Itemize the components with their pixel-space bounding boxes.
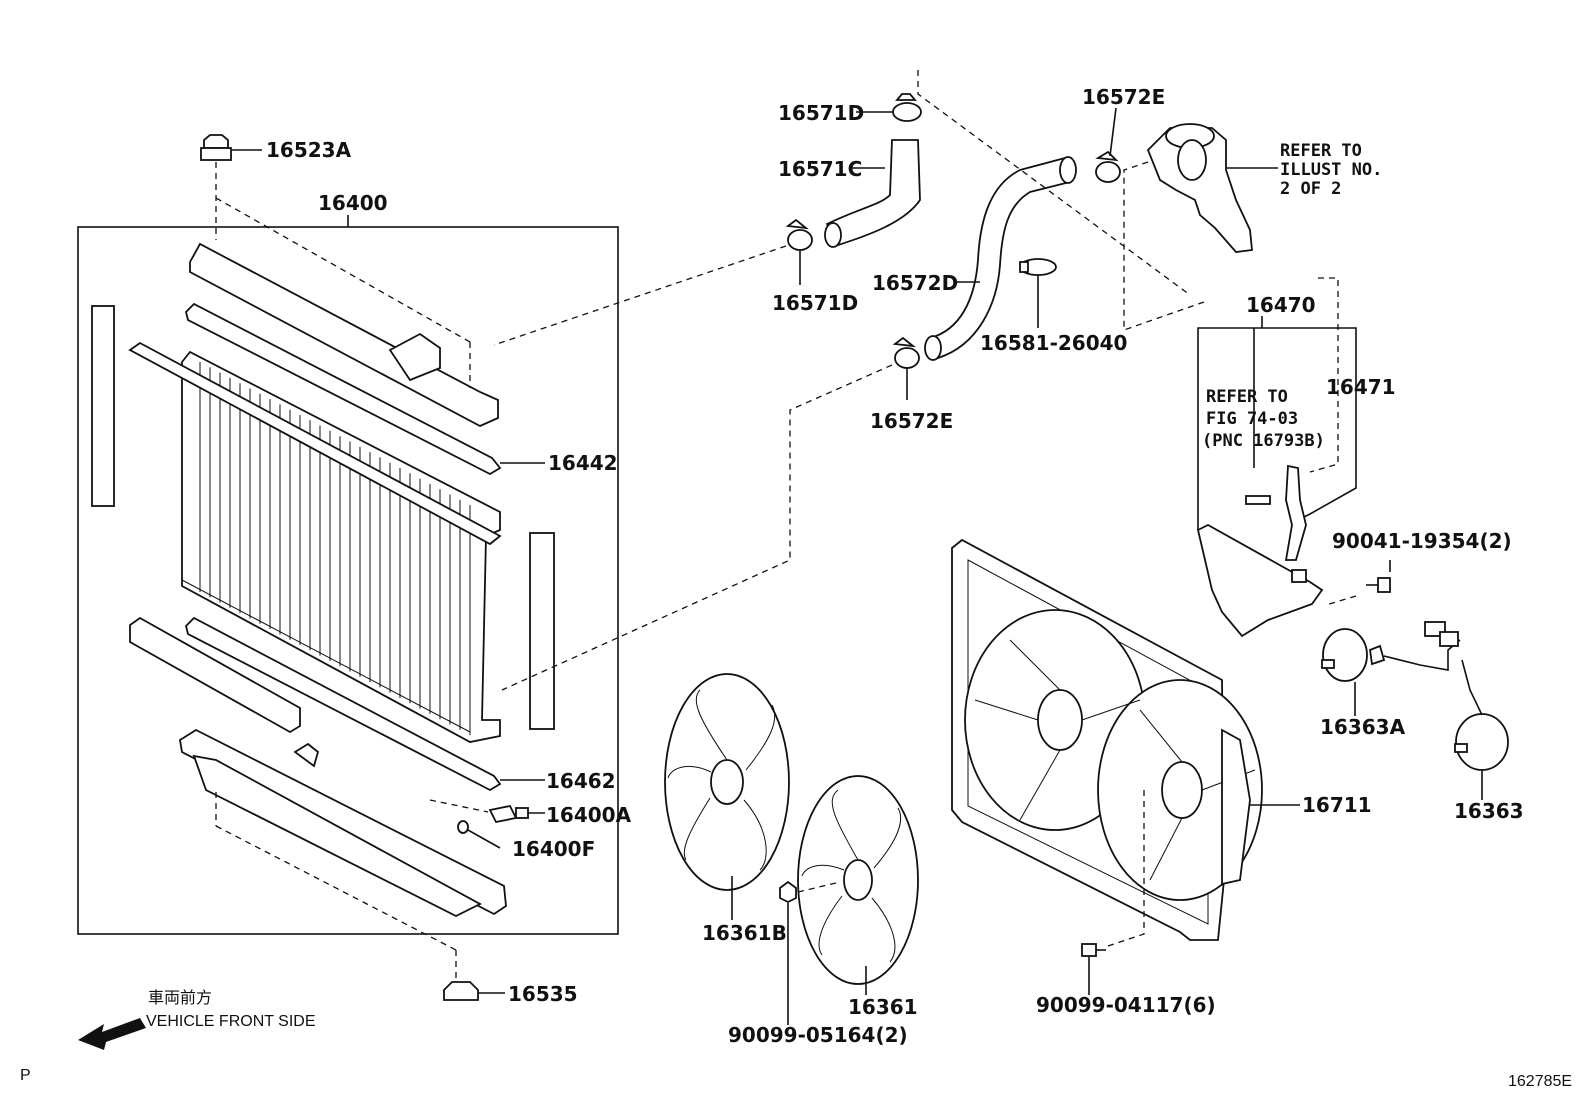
vehicle-front-label-en: VEHICLE FRONT SIDE [146, 1013, 316, 1030]
clamp-16572E-bottom [892, 336, 920, 400]
drain-cock-16400A [429, 799, 545, 824]
label-16400F: 16400F [512, 837, 595, 861]
fan-motor-16363 [1454, 659, 1509, 800]
label-90099-04117: 90099-04117(6) [1036, 993, 1216, 1017]
label-16572E-top: 16572E [1082, 85, 1165, 109]
label-16363A: 16363A [1320, 715, 1406, 739]
corner-marker: P [20, 1067, 31, 1084]
radiator-lower-tank [179, 728, 507, 978]
outlet-dashed-ref [917, 70, 1191, 296]
lower-hose-16572D [924, 156, 1077, 361]
refer-illust-line3: 2 OF 2 [1280, 179, 1341, 199]
label-16571D-top: 16571D [778, 101, 864, 125]
label-16572E-bottom: 16572E [870, 409, 953, 433]
vehicle-front-label-jp: 車両前方 [148, 989, 212, 1007]
refer-fig-line3: (PNC 16793B) [1202, 431, 1325, 451]
bolt-90041-19354 [1366, 560, 1391, 593]
clamp-16572E-top [1095, 107, 1121, 183]
fan-16361B [664, 673, 790, 920]
radiator-core [181, 350, 501, 743]
label-16363: 16363 [1454, 799, 1524, 823]
upper-hose-16571C [824, 139, 921, 248]
water-outlet [1146, 123, 1278, 253]
left-seal-upper [91, 305, 115, 507]
fan-shroud-16711 [951, 538, 1300, 941]
o-ring-16400F [457, 820, 501, 849]
left-seal-bracket [128, 341, 502, 546]
label-16400: 16400 [318, 191, 388, 215]
leader-upper-hose [493, 245, 787, 346]
label-16535: 16535 [508, 982, 578, 1006]
vehicle-front-arrow-icon [78, 1018, 146, 1050]
label-16442: 16442 [548, 451, 618, 475]
clamp-16571D-top [856, 93, 922, 122]
refer-illust-line2: ILLUST NO. [1280, 160, 1382, 180]
bolt-90099-04117 [1081, 790, 1145, 995]
cushion-16535 [443, 981, 505, 1001]
label-16361: 16361 [848, 995, 918, 1019]
label-16462: 16462 [546, 769, 616, 793]
label-90099-05164: 90099-05164(2) [728, 1023, 908, 1047]
gasket-16442 [185, 302, 545, 476]
label-16571C: 16571C [778, 157, 862, 181]
label-90041-19354: 90041-19354(2) [1332, 529, 1512, 553]
refer-illust-line1: REFER TO [1280, 141, 1362, 161]
label-16470: 16470 [1246, 293, 1316, 317]
clamp-16571D-bottom [785, 218, 813, 285]
reservoir-16470 [1196, 277, 1357, 638]
clamp-16581-26040 [1019, 258, 1057, 328]
cap-16523A [200, 134, 232, 240]
label-16581-26040: 16581-26040 [980, 331, 1127, 355]
fan-motor-16363A [1321, 621, 1461, 716]
nut-90099-05164 [779, 880, 837, 1025]
label-16711: 16711 [1302, 793, 1372, 817]
outlet-box-ref [1123, 161, 1205, 331]
label-16523A: 16523A [266, 138, 352, 162]
label-16471: 16471 [1326, 375, 1396, 399]
label-16571D-bottom: 16571D [772, 291, 858, 315]
label-16400A: 16400A [546, 803, 632, 827]
refer-fig-line1: REFER TO [1206, 387, 1288, 407]
fan-16361 [797, 775, 919, 995]
radiator-upper-tank [189, 197, 499, 428]
left-seal-lower [129, 616, 301, 734]
gasket-16462 [185, 616, 545, 792]
label-16361B: 16361B [702, 921, 787, 945]
leader-lower-hose [501, 364, 893, 691]
label-16572D: 16572D [872, 271, 958, 295]
figure-id: 162785E [1508, 1073, 1572, 1090]
refer-fig-line2: FIG 74-03 [1206, 409, 1298, 429]
right-seal [529, 532, 555, 730]
